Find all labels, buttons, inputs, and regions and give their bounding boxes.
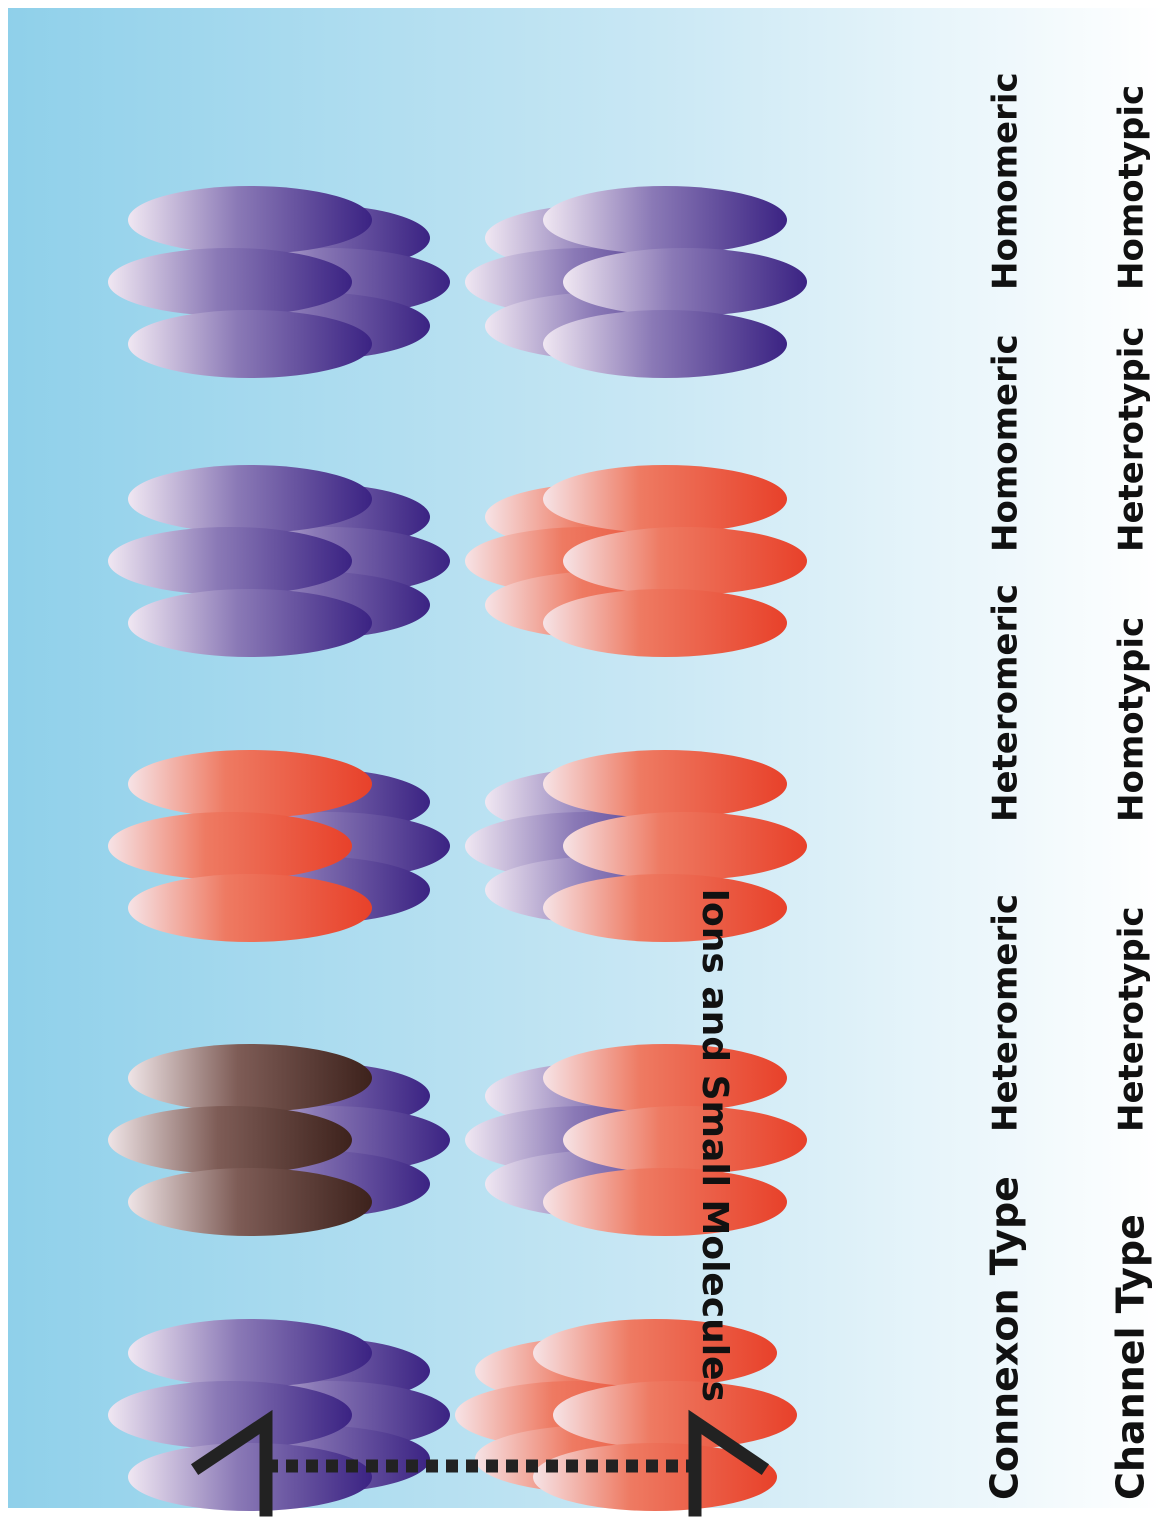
connexon-subunit (543, 1044, 787, 1112)
connexon-subunit (563, 1106, 807, 1174)
connexon-subunit (108, 812, 352, 880)
connexon-subunit (563, 812, 807, 880)
channel-label-col4: Homotypic (1112, 85, 1152, 290)
connexon-label-col2: Heteromeric (986, 584, 1026, 822)
ions-label: Ions and Small Molecules (694, 889, 735, 1402)
connexon-subunit (108, 1106, 352, 1174)
connexon-subunit (543, 589, 787, 657)
connexon-subunit (543, 1168, 787, 1236)
connexon-subunit (563, 527, 807, 595)
connexon-subunit (108, 248, 352, 316)
connexon-subunit (563, 248, 807, 316)
channel-label-col1: Heterotypic (1112, 906, 1152, 1132)
connexon-subunit (543, 186, 787, 254)
connexon-subunit (108, 527, 352, 595)
connexon-subunit (543, 465, 787, 533)
connexon-subunit (128, 1044, 372, 1112)
channel-type-label: Channel Type (1109, 1214, 1153, 1500)
channel-label-col2: Homotypic (1112, 617, 1152, 822)
connexon-subunit (128, 589, 372, 657)
connexon-subunit (128, 1443, 372, 1511)
connexon-subunit (128, 1319, 372, 1387)
connexon-label-col1: Heteromeric (986, 894, 1026, 1132)
channel-label-col3: Heterotypic (1112, 326, 1152, 552)
connexon-subunit (128, 465, 372, 533)
connexon-subunit (128, 750, 372, 818)
connexon-subunit (553, 1381, 797, 1449)
connexon-subunit (543, 310, 787, 378)
connexon-label-col4: Homomeric (986, 72, 1026, 290)
connexon-type-label: Connexon Type (983, 1176, 1027, 1500)
connexon-subunit (128, 1168, 372, 1236)
connexon-subunit (128, 310, 372, 378)
connexon-subunit (533, 1319, 777, 1387)
connexon-subunit (543, 874, 787, 942)
connexon-subunit (128, 874, 372, 942)
connexon-subunit (543, 750, 787, 818)
connexon-subunit (128, 186, 372, 254)
connexon-label-col3: Homomeric (986, 334, 1026, 552)
